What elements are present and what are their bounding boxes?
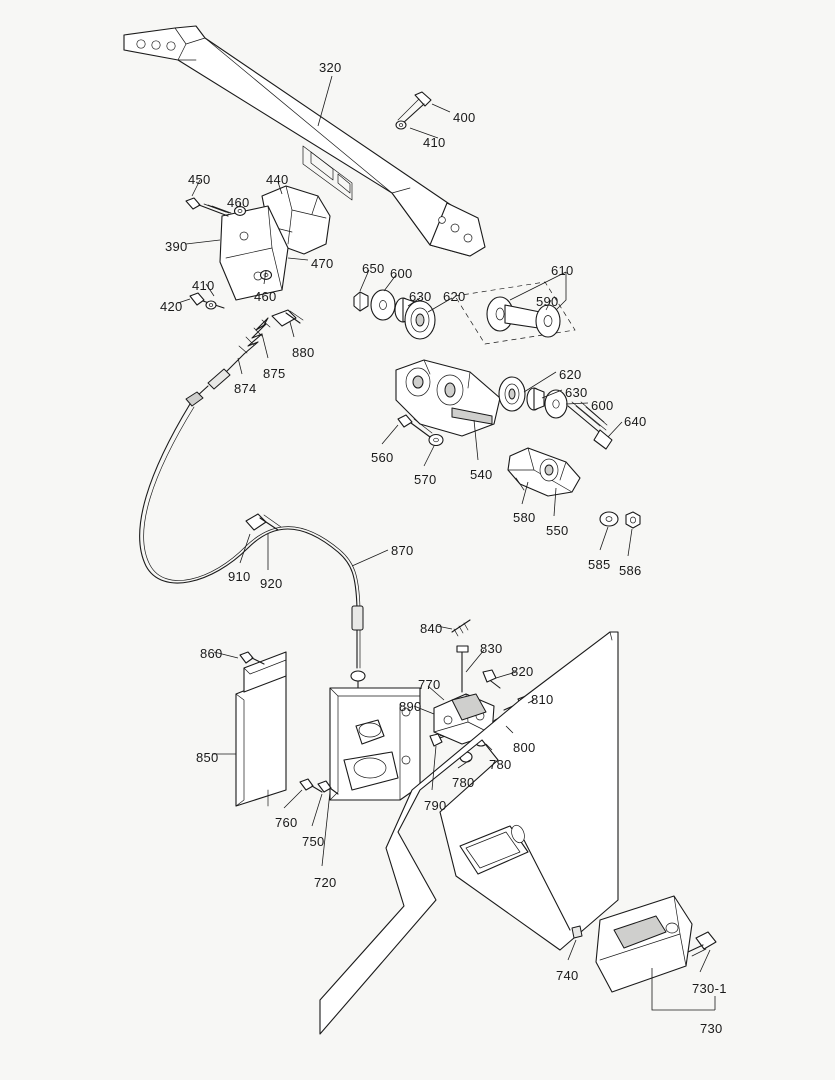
part-910-920-clamp [245, 513, 282, 531]
part-550-lever [507, 447, 581, 497]
callout-730-1: 730-1 [692, 981, 727, 996]
part-820-bolt [482, 669, 501, 689]
callout-420: 420 [160, 299, 183, 314]
callout-320: 320 [319, 60, 342, 75]
part-586-nut [625, 511, 641, 529]
callout-630-b: 630 [565, 385, 588, 400]
part-720-housing [329, 687, 421, 801]
part-570-washer [428, 433, 444, 447]
part-730-1-screw [687, 931, 717, 957]
callout-770: 770 [418, 677, 441, 692]
callout-450: 450 [188, 172, 211, 187]
part-870-cable [139, 403, 366, 699]
bracket-730 [651, 968, 716, 1011]
callout-586: 586 [619, 563, 642, 578]
callout-410-lower: 410 [192, 278, 215, 293]
callout-830: 830 [480, 641, 503, 656]
part-840-spring [451, 619, 471, 637]
part-320-beam [123, 25, 486, 257]
callout-620-a: 620 [443, 289, 466, 304]
callout-585: 585 [588, 557, 611, 572]
callout-640: 640 [624, 414, 647, 429]
part-830-pin [456, 645, 469, 693]
part-585-washer [599, 511, 619, 527]
callout-620-b: 620 [559, 367, 582, 382]
part-580-detail [515, 477, 525, 491]
callout-610: 610 [551, 263, 574, 278]
part-880-clamp [271, 309, 304, 327]
callout-470: 470 [311, 256, 334, 271]
callout-720: 720 [314, 875, 337, 890]
callout-730: 730 [700, 1021, 723, 1036]
callout-875: 875 [263, 366, 286, 381]
callout-460-a: 460 [227, 195, 250, 210]
callout-840: 840 [420, 621, 443, 636]
part-740-latch-plate [459, 824, 583, 939]
part-750-screw [317, 780, 339, 795]
callout-850: 850 [196, 750, 219, 765]
part-450-bolt [185, 197, 232, 217]
part-650-nut [353, 291, 369, 312]
callout-650: 650 [362, 261, 385, 276]
callout-780-b: 780 [452, 775, 475, 790]
part-630-spacer-lower [526, 387, 545, 411]
callout-400: 400 [453, 110, 476, 125]
part-860-screw [239, 651, 265, 665]
callout-410-upper: 410 [423, 135, 446, 150]
callout-550: 550 [546, 523, 569, 538]
part-620-bearing-upper [404, 300, 436, 340]
callout-910: 910 [228, 569, 251, 584]
callout-800: 800 [513, 740, 536, 755]
callout-880: 880 [292, 345, 315, 360]
part-410-washer-lower [205, 300, 217, 310]
callout-874: 874 [234, 381, 257, 396]
part-400-bolt [397, 91, 432, 125]
callout-440: 440 [266, 172, 289, 187]
callout-390: 390 [165, 239, 188, 254]
part-600-washer-lower [544, 389, 568, 419]
part-730-handle [595, 895, 693, 993]
callout-740: 740 [556, 968, 579, 983]
part-door-panel [319, 631, 619, 1035]
callout-890: 890 [399, 699, 422, 714]
callout-630-a: 630 [409, 289, 432, 304]
part-560-bolt [397, 414, 433, 438]
callout-920: 920 [260, 576, 283, 591]
callout-600-b: 600 [591, 398, 614, 413]
leader-lines [177, 75, 711, 973]
part-874-cable-end [185, 353, 245, 407]
part-600-washer-upper [370, 289, 396, 321]
part-610-shaft-group [454, 281, 576, 345]
callout-590: 590 [536, 294, 559, 309]
part-875-spring [238, 317, 271, 355]
part-850-cover [235, 651, 287, 807]
callout-860: 860 [200, 646, 223, 661]
callout-820: 820 [511, 664, 534, 679]
callout-750: 750 [302, 834, 325, 849]
callout-810: 810 [531, 692, 554, 707]
callout-760: 760 [275, 815, 298, 830]
callout-600-a: 600 [390, 266, 413, 281]
callout-580: 580 [513, 510, 536, 525]
part-620-bearing-lower [498, 376, 526, 412]
callout-780-a: 780 [489, 757, 512, 772]
callout-790: 790 [424, 798, 447, 813]
part-540-housing [395, 359, 501, 437]
callout-540: 540 [470, 467, 493, 482]
callout-570: 570 [414, 472, 437, 487]
part-760-screw [299, 778, 323, 793]
callout-460-b: 460 [254, 289, 277, 304]
callout-870: 870 [391, 543, 414, 558]
callout-560: 560 [371, 450, 394, 465]
part-410-washer-upper [395, 120, 407, 130]
